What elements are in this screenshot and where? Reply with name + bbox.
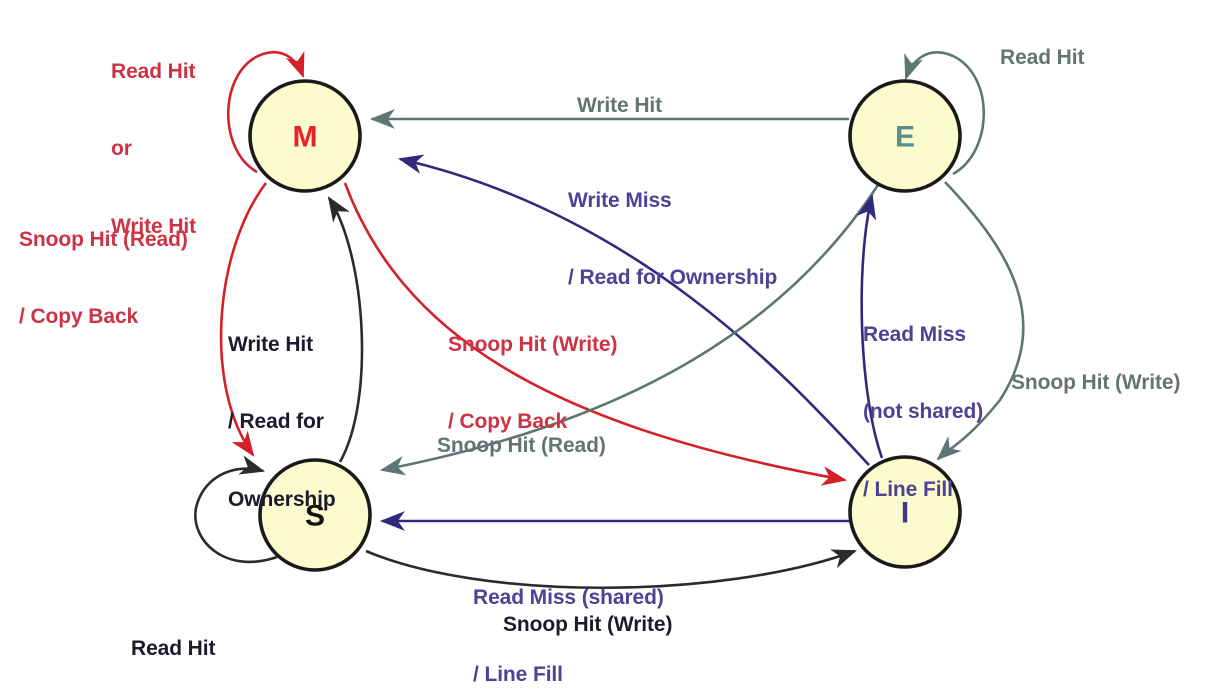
label-line: Read Miss (shared) xyxy=(473,585,664,609)
edge-m-self-loop xyxy=(227,50,305,174)
edge-label-m-to-i: Snoop Hit (Write) / Copy Back xyxy=(448,280,617,487)
edge-label-i-to-s: Read Miss (shared) / Line Fill xyxy=(473,533,664,691)
edge-label-i-to-m: Write Miss / Read for Ownership xyxy=(568,136,777,343)
edge-s-self-loop xyxy=(194,455,278,564)
state-circle-i xyxy=(848,455,962,569)
edge-i-to-e xyxy=(856,193,884,459)
state-label-s: S xyxy=(305,500,325,533)
state-circle-s xyxy=(258,458,372,572)
edge-e-to-s xyxy=(379,184,880,476)
state-node-s[interactable]: S xyxy=(258,458,372,572)
label-line: / Copy Back xyxy=(19,305,139,329)
label-line: Snoop Hit (Read) xyxy=(19,227,188,251)
edge-e-self-loop xyxy=(904,51,985,176)
label-line: / Line Fill xyxy=(473,663,563,687)
label-line: Snoop Hit (Write) xyxy=(448,332,618,356)
label-line: Ownership xyxy=(228,487,336,511)
state-circle-m xyxy=(248,79,362,193)
edge-label-e-to-m: Write Hit xyxy=(577,94,663,117)
state-label-i: I xyxy=(901,497,909,530)
label-line: Read Miss xyxy=(863,322,966,346)
state-node-m[interactable]: M xyxy=(248,79,362,193)
label-line: (not shared) xyxy=(863,400,984,424)
label-line: Write Hit xyxy=(111,214,197,238)
edge-label-i-to-e: Read Miss (not shared) / Line Fill xyxy=(863,270,983,554)
edge-label-m-to-s: Snoop Hit (Read) / Copy Back xyxy=(19,175,188,382)
label-line: Write Miss xyxy=(568,188,672,212)
label-line: Write Hit xyxy=(228,332,314,356)
edge-s-to-i xyxy=(365,549,857,589)
edge-m-to-s xyxy=(219,182,268,457)
edge-label-m-self-loop: Read Hit or Write Hit xyxy=(111,7,196,291)
edge-label-e-to-i: Snoop Hit (Write) xyxy=(1011,371,1181,394)
label-line: / Copy Back xyxy=(448,410,568,434)
label-line: / Line Fill xyxy=(863,477,953,501)
edge-label-e-self-loop: Read Hit xyxy=(1000,46,1085,69)
label-line: Read Hit xyxy=(131,636,216,660)
edge-label-e-to-s: Snoop Hit (Read) xyxy=(437,434,606,457)
state-label-m: M xyxy=(293,121,318,154)
state-node-i[interactable]: I xyxy=(848,455,962,569)
edge-e-to-i xyxy=(936,181,1025,461)
state-circle-e xyxy=(848,79,962,193)
state-node-e[interactable]: E xyxy=(848,79,962,193)
edge-label-s-to-i: Snoop Hit (Write) xyxy=(503,613,673,636)
label-line: Read Hit xyxy=(111,59,196,83)
edge-label-s-self-loop: Read Hit or Snoop Hit (Read) xyxy=(131,584,300,691)
label-line: or xyxy=(111,137,132,161)
label-line: / Read for xyxy=(228,410,324,434)
edge-s-to-m xyxy=(327,196,364,463)
label-line: / Read for Ownership xyxy=(568,266,778,290)
state-label-e: E xyxy=(895,121,915,154)
edge-m-to-i xyxy=(343,182,848,486)
edge-i-to-m xyxy=(397,154,870,466)
edge-label-s-to-m: Write Hit / Read for Ownership xyxy=(228,280,336,564)
